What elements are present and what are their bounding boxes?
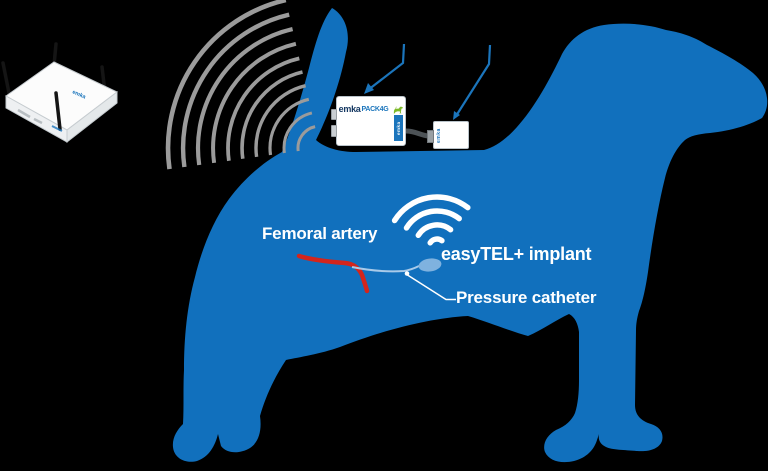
transmitter-callout-arrowhead	[453, 111, 460, 120]
radio-waves-icon	[165, 0, 316, 170]
label-femoral-artery: Femoral artery	[262, 224, 378, 243]
dog-icon	[394, 105, 404, 114]
pressure-catheter-line	[351, 265, 420, 273]
label-implant: easyTEL+ implant	[441, 244, 592, 264]
implant-body	[418, 258, 442, 272]
antenna-icon	[1, 61, 11, 95]
pack-connector-port	[331, 109, 337, 120]
receiver-front-logo-mark	[51, 125, 63, 132]
wifi-arc	[427, 236, 445, 246]
device-callouts	[367, 43, 492, 117]
pack-connector-port	[331, 125, 337, 137]
radio-wave-arc	[240, 70, 303, 160]
pack-brand-emka: emka	[338, 104, 361, 114]
pack-brand-model: PACK4G	[361, 106, 389, 113]
radio-wave-arc	[226, 56, 300, 162]
transmitter-side-label: emka	[436, 128, 442, 143]
label-pressure-catheter: Pressure catheter	[456, 288, 597, 307]
receiver-brand-label: emka	[71, 89, 87, 101]
radio-wave-arc	[165, 0, 287, 170]
antenna-icon	[54, 91, 62, 131]
radio-wave-arc	[195, 27, 294, 166]
wifi-arc	[415, 222, 454, 239]
pack-side-label: emka	[394, 115, 403, 141]
transmitter-callout-line	[455, 44, 492, 117]
radio-wave-arc	[268, 97, 310, 156]
pack-callout-line	[367, 43, 406, 91]
pack-callout-arrowhead	[364, 83, 374, 94]
wifi-arc	[391, 194, 471, 224]
receiver-top-face	[5, 61, 118, 131]
radio-wave-arc	[296, 125, 316, 152]
radio-wave-arc	[282, 111, 313, 154]
receiver-front-markings	[17, 108, 43, 125]
wifi-icon	[391, 194, 471, 246]
radio-wave-arc	[254, 84, 306, 158]
radio-wave-arc	[211, 41, 297, 164]
transmitter-connector	[427, 130, 434, 143]
catheter-callout-line	[407, 274, 456, 301]
transmitter-device: emka	[427, 121, 469, 149]
pack-transmitter-cable	[405, 128, 429, 139]
wifi-arc	[403, 208, 462, 231]
wireless-receiver: emka	[1, 42, 118, 144]
receiver-right-face	[66, 90, 118, 144]
radio-wave-arc	[180, 12, 290, 168]
